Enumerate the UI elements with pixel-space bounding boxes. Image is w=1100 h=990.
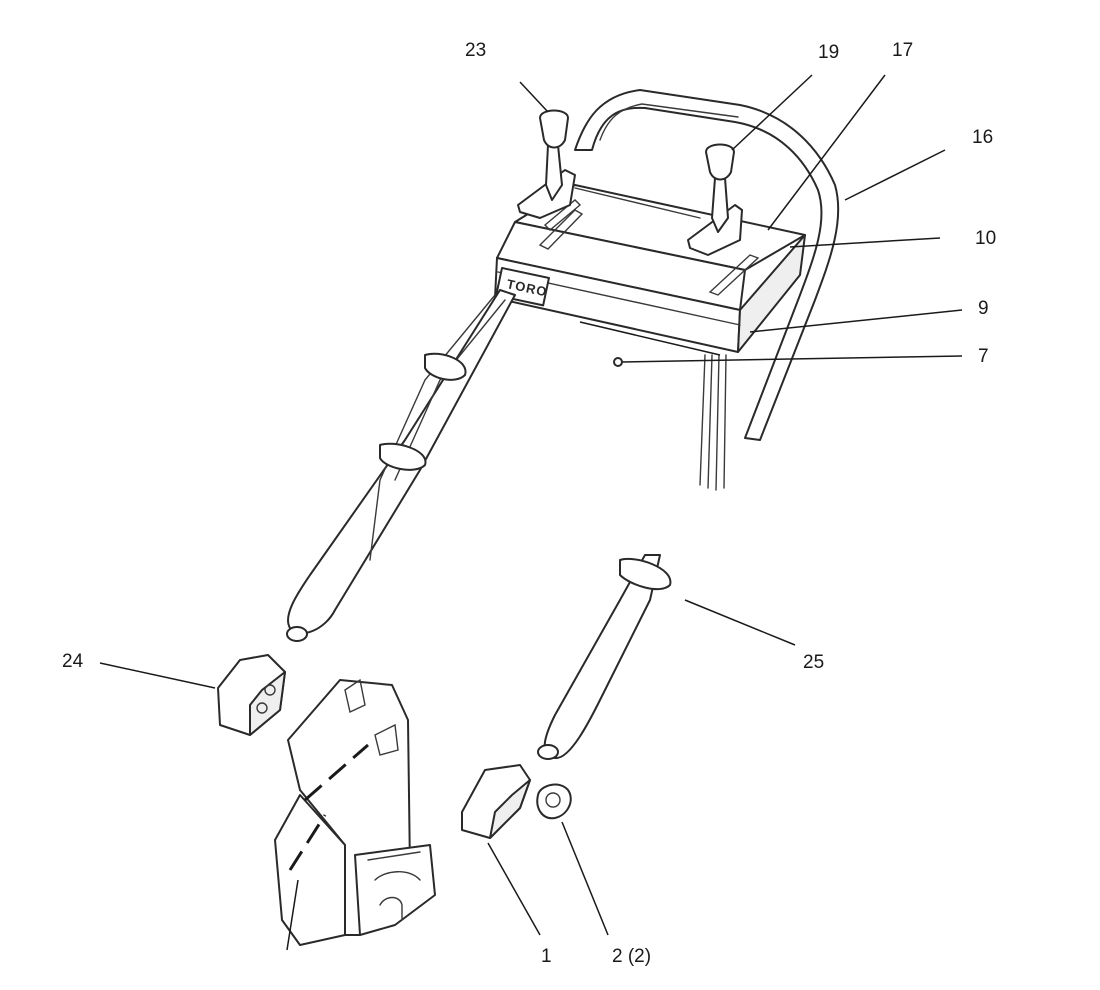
- leader-lines: [99, 74, 963, 951]
- control-lever-left: [517, 109, 576, 219]
- callout-17: 17: [892, 40, 913, 61]
- callout-10: 10: [975, 228, 996, 249]
- control-lever-right: [687, 143, 743, 256]
- left-upper-handle-tube: [286, 289, 516, 642]
- right-lower-handle-tube: [537, 554, 672, 760]
- fastener-7: [613, 357, 623, 367]
- callout-19: 19: [818, 42, 839, 63]
- callout-16: 16: [972, 127, 993, 148]
- cable-bundle: [699, 354, 727, 491]
- callout-2: 2 (2): [612, 946, 651, 967]
- control-panel: TORO: [494, 184, 806, 353]
- upper-handle-loop: [574, 89, 840, 441]
- callout-24: 24: [62, 651, 84, 672]
- lower-handle-bracket-left: [217, 654, 286, 736]
- callout-25: 25: [803, 652, 824, 673]
- mower-housing-section: [274, 678, 436, 946]
- callout-7: 7: [978, 346, 989, 367]
- callouts: 23 19 17 16 10 9 7 24 25 1 2 (2): [62, 40, 996, 967]
- handle-knob: [536, 783, 572, 820]
- lower-handle-bracket-right: [461, 764, 531, 839]
- callout-23: 23: [465, 40, 486, 61]
- callout-9: 9: [978, 298, 989, 319]
- callout-1: 1: [541, 946, 552, 967]
